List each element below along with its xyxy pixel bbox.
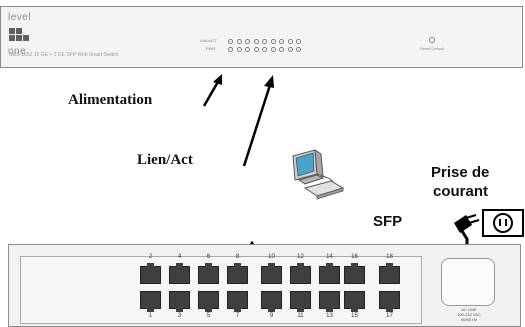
status-led <box>245 47 250 52</box>
status-led <box>262 39 267 44</box>
rj45-port-odd <box>290 291 311 312</box>
status-led <box>262 47 267 52</box>
rj45-port-even <box>261 263 282 284</box>
rj45-port-odd <box>344 291 365 312</box>
ac-voltage-label: 100-240 VAC <box>457 312 481 317</box>
status-led <box>253 47 259 52</box>
status-led <box>228 39 233 44</box>
power-outlet-icon <box>482 209 524 237</box>
port-number-top: 16 <box>351 254 358 260</box>
rj45-port-even <box>169 263 190 284</box>
rj45-port-even <box>319 263 340 284</box>
rj45-port-odd <box>261 291 282 312</box>
rj45-port-odd <box>319 291 340 312</box>
port-number-bottom: 7 <box>235 313 240 319</box>
rj45-port-even <box>140 263 161 284</box>
rj45-port-odd <box>198 291 219 312</box>
arrow-alimentation <box>202 79 221 107</box>
label-prise-line2: courant <box>433 183 489 200</box>
port-number-bottom: 1 <box>148 313 153 319</box>
port-number-bottom: 3 <box>177 313 182 319</box>
logo-text-bottom: one <box>8 46 27 57</box>
led-label-pwr: PWR <box>206 46 216 51</box>
sfp-port-17 <box>379 291 400 312</box>
logo-text-top: level <box>8 12 32 23</box>
port-number-top: 8 <box>235 254 240 260</box>
rj45-port-odd <box>140 291 161 312</box>
port-number-top: 2 <box>148 254 153 260</box>
port-number-top: 14 <box>326 254 333 260</box>
status-led <box>236 47 242 52</box>
status-led <box>279 39 284 44</box>
rj45-port-even <box>344 263 365 284</box>
label-prise-line1: Prise de <box>431 164 490 181</box>
port-number-top: 4 <box>177 254 182 260</box>
port-number-bottom: 13 <box>326 313 333 319</box>
ac-line-label: AC LINE <box>461 307 477 312</box>
label-lien-act: Lien/Act <box>137 152 193 168</box>
rj45-port-even <box>227 263 248 284</box>
reset-label: Reset Default <box>419 46 445 51</box>
arrow-lien-act <box>242 84 272 167</box>
status-led <box>287 47 293 52</box>
logo-grid-icon <box>9 28 29 44</box>
status-led <box>270 47 276 52</box>
port-number-top: 12 <box>297 254 304 260</box>
rj45-port-odd <box>169 291 190 312</box>
computer-icon <box>292 149 345 200</box>
status-led <box>228 47 233 52</box>
sfp-port-18 <box>379 263 400 284</box>
ac-power-socket <box>441 258 495 306</box>
arrow-alimentation-head <box>213 74 222 85</box>
label-sfp: SFP <box>373 213 403 230</box>
port-number-top: 6 <box>206 254 211 260</box>
status-led <box>253 39 259 44</box>
reset-button[interactable] <box>429 37 435 43</box>
rj45-port-odd <box>227 291 248 312</box>
sfp-number-bottom: 17 <box>386 313 393 319</box>
status-led <box>296 39 301 44</box>
sfp-number-top: 18 <box>386 254 393 260</box>
port-number-bottom: 9 <box>269 313 274 319</box>
status-led <box>287 39 293 44</box>
model-description: GES-1652 16 GE + 2 GE SFP Web Smart Swit… <box>9 52 119 58</box>
led-label-lnk: LNK/ACT <box>200 38 217 43</box>
port-number-bottom: 5 <box>206 313 211 319</box>
port-number-top: 10 <box>268 254 275 260</box>
status-led <box>296 47 301 52</box>
label-alimentation: Alimentation <box>68 92 153 108</box>
switch-front-panel <box>0 6 523 68</box>
status-led <box>236 39 242 44</box>
port-number-bottom: 15 <box>351 313 358 319</box>
status-led <box>245 39 250 44</box>
arrow-lien-act-head <box>264 75 274 88</box>
port-number-bottom: 11 <box>297 313 304 319</box>
status-led <box>270 39 276 44</box>
rj45-port-even <box>198 263 219 284</box>
level-one-logo: level one <box>8 12 34 60</box>
status-led <box>279 47 284 52</box>
rj45-port-even <box>290 263 311 284</box>
ac-frequency-label: 50/60 Hz <box>460 317 477 322</box>
